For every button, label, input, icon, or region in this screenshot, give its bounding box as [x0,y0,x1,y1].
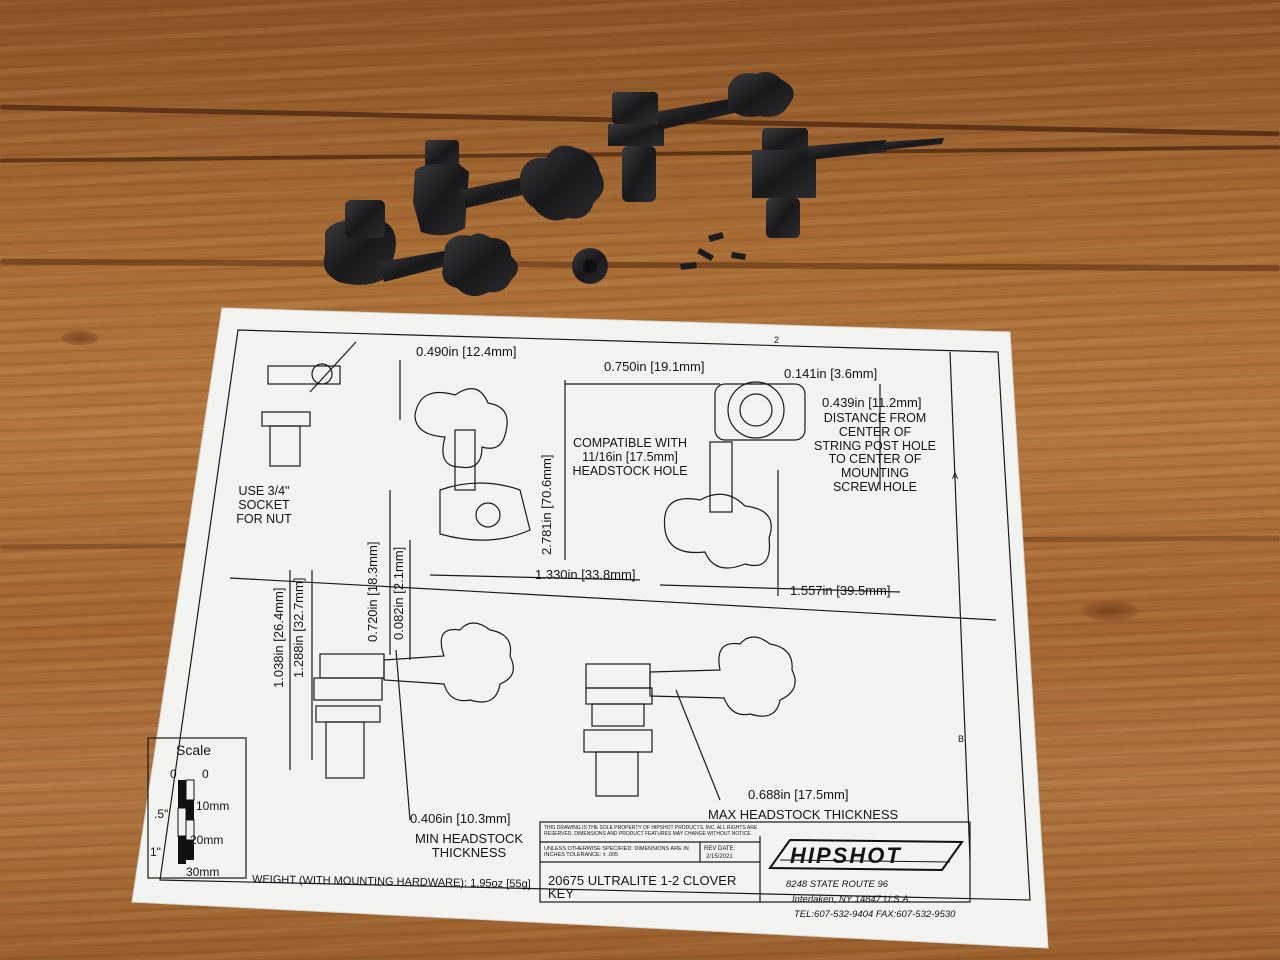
dim-0688: 0.688in [17.5mm] [748,787,849,802]
compatible-note: COMPATIBLE WITH 11/16in [17.5mm] HEADSTO… [572,436,688,478]
address-line-1: 8248 STATE ROUTE 96 [786,879,889,890]
dim-2781: 2.781in [70.6mm] [539,454,554,555]
scale-mm-0: 0 [202,767,209,781]
border-letter-b: B [958,734,965,744]
tuner-right [752,128,944,238]
border-number-2: 2 [774,335,780,345]
border-letter-a: A [952,471,959,481]
part-title: 20675 ULTRALITE 1-2 CLOVER KEY [548,873,737,901]
dim-0750: 0.750in [19.1mm] [604,359,705,374]
dim-0439: 0.439in [11.2mm] [822,395,922,410]
socket-note: USE 3/4" SOCKET FOR NUT [236,484,292,526]
tuner-middle [413,140,604,236]
scale-mm-30: 30mm [186,865,220,879]
scale-in-half: .5" [154,807,169,821]
mounting-screws [680,232,746,270]
tolerance-notice: UNLESS OTHERWISE SPECIFIED: DIMENSIONS A… [544,846,689,859]
wood-knot [60,330,100,346]
max-headstock-note: MAX HEADSTOCK THICKNESS [708,807,899,822]
min-headstock-note: MIN HEADSTOCK THICKNESS [414,831,524,861]
dim-0720: 0.720in [18.3mm] [365,541,380,642]
wood-knot [1080,600,1140,622]
tuner-hardware [323,72,944,297]
wood-seam [0,535,1280,550]
dim-0141: 0.141in [3.6mm] [784,366,878,381]
distance-note: DISTANCE FROM CENTER OF STRING POST HOLE… [813,411,936,494]
dim-1330: 1.330in [33.8mm] [535,567,636,582]
dim-0490: 0.490in [12.4mm] [416,344,517,359]
scale-mm-10: 10mm [196,799,230,813]
scale-mm-20: 20mm [190,833,224,847]
address-line-2: Interlaken, NY 14847 U.S.A. [792,894,912,905]
dim-1288: 1.288in [32.7mm] [291,577,306,678]
scale-in-0: 0 [170,767,177,781]
dim-0406: 0.406in [10.3mm] [410,811,511,826]
brand-name: HIPSHOT [790,843,902,868]
dim-1038: 1.038in [26.4mm] [271,587,286,688]
phone-line: TEL:607-532-9404 FAX:607-532-9530 [794,909,956,920]
rev-date: 2/15/2021 [706,854,733,860]
dim-0082: 0.082in [2.1mm] [391,546,406,640]
tuner-left [323,200,518,297]
scale-title: Scale [176,742,212,758]
scale-in-1: 1" [150,845,161,859]
property-notice: THIS DRAWING IS THE SOLE PROPERTY OF HIP… [544,825,758,837]
tuner-top-right [608,72,794,202]
rev-label: REV DATE: [704,846,736,852]
dim-1557: 1.557in [39.5mm] [790,583,891,598]
